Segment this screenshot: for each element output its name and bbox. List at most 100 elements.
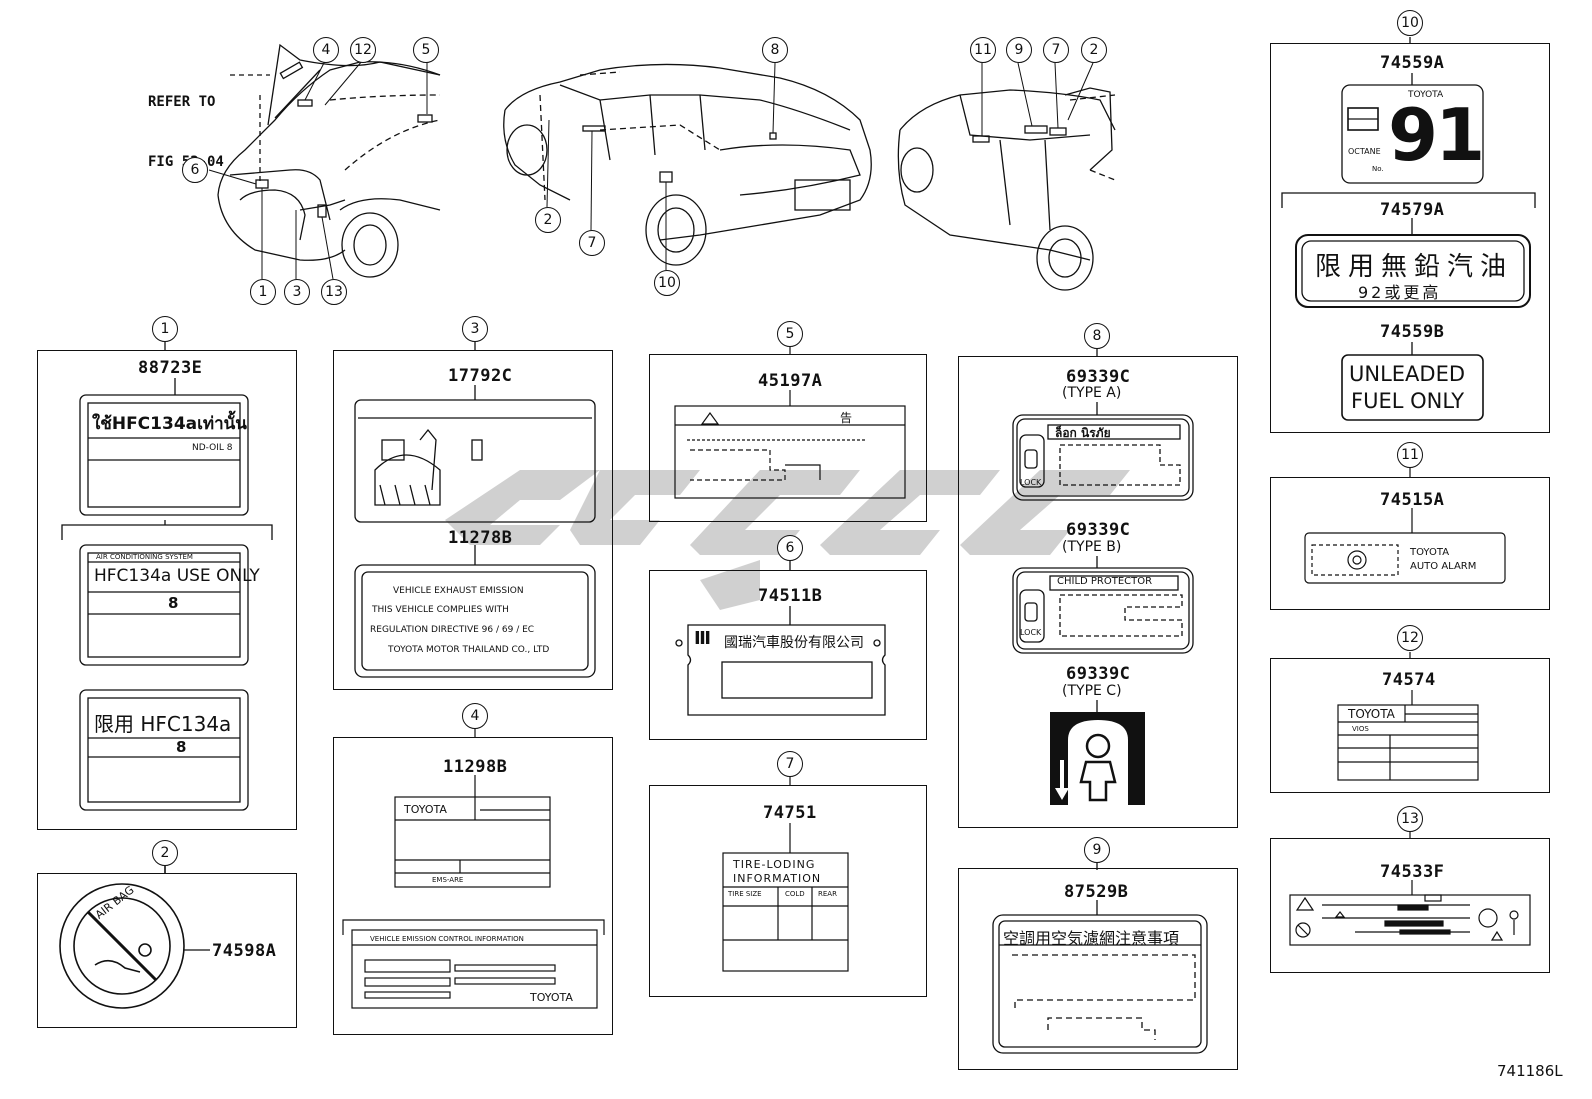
panel-6: [649, 570, 927, 740]
car-side-view: [503, 63, 872, 266]
panel-13: [1270, 838, 1550, 973]
callout-7-top: 7: [579, 230, 605, 256]
child-lock-icon: [1050, 712, 1145, 805]
callout-7-rear: 7: [1043, 37, 1069, 63]
panel5-index: 5: [777, 321, 803, 347]
panel-8: [958, 356, 1238, 828]
panel-3: [333, 350, 613, 690]
company-logo: Ⅲ: [694, 628, 712, 649]
panel8-type-c: (TYPE C): [1062, 683, 1122, 699]
panel12-art: [1337, 652, 1479, 781]
panel13-art: [1289, 832, 1531, 946]
emission-line-4: TOYOTA MOTOR THAILAND CO., LTD: [388, 645, 550, 655]
unleaded-en-2: FUEL ONLY: [1351, 389, 1465, 413]
panel4-art: [342, 728, 605, 1009]
callout-9-top: 9: [1006, 37, 1032, 63]
panel11-index: 11: [1397, 442, 1423, 468]
panel1-part: 88723E: [138, 358, 203, 378]
panel10-index: 10: [1397, 10, 1423, 36]
alarm-text-1: TOYOTA: [1410, 547, 1450, 558]
callout-2-top: 2: [535, 207, 561, 233]
tire-col-2: COLD: [785, 890, 805, 898]
panel8-part-c: 69339C: [1066, 664, 1131, 684]
panel11-art: [1304, 468, 1506, 584]
callout-4-top: 4: [313, 37, 339, 63]
octane-label: OCTANE: [1348, 147, 1381, 156]
callout-6-top: 6: [182, 157, 208, 183]
callout-5-top: 5: [413, 37, 439, 63]
label-cn-hfc: 限用 HFC134a: [94, 712, 232, 736]
panel4-index: 4: [462, 703, 488, 729]
tire-head-1: TIRE-LODING: [733, 858, 816, 871]
car-rear-view: [897, 87, 1116, 291]
company-name: 國瑞汽車股份有限公司: [724, 635, 864, 651]
panel13-index: 13: [1397, 806, 1423, 832]
label-oil-num: 8: [168, 594, 179, 612]
lock-label-b: LOCK: [1020, 628, 1042, 637]
emission-line-2: THIS VEHICLE COMPLIES WITH: [372, 605, 509, 615]
panel8-index: 8: [1084, 323, 1110, 349]
panel8-type-b: (TYPE B): [1062, 539, 1122, 555]
panel6-index: 6: [777, 535, 803, 561]
panel6-part: 74511B: [758, 586, 823, 606]
callout-3-top: 3: [284, 279, 310, 305]
panel5-art: [674, 347, 906, 499]
callout-11-top: 11: [970, 37, 996, 63]
panel4-part: 11298B: [443, 757, 508, 777]
filter-title: 空調用空気濾網注意事項: [1003, 929, 1180, 948]
panel2-part: 74598A: [212, 941, 277, 961]
panel13-part: 74533F: [1380, 862, 1445, 882]
panel3-part-b: 11278B: [448, 528, 513, 548]
panel2-art: [59, 866, 210, 1009]
label-thai-hfc: ใช้HFC134aเท่านั้น: [92, 414, 247, 434]
panel12-part: 74574: [1382, 670, 1436, 690]
panel-11: [1270, 477, 1550, 610]
callout-2-rear: 2: [1081, 37, 1107, 63]
car-front-leaders: [208, 60, 428, 280]
panel-9: [958, 868, 1238, 1070]
panel-7: [649, 785, 927, 997]
panel-5: [649, 354, 927, 522]
plate-brand: TOYOTA: [404, 803, 447, 816]
panel5-part: 45197A: [758, 371, 823, 391]
plate12-brand: TOYOTA: [1348, 707, 1395, 721]
panel3-index: 3: [462, 316, 488, 342]
panel12-index: 12: [1397, 625, 1423, 651]
tire-head-2: INFORMATION: [733, 872, 822, 885]
panel2-index: 2: [152, 840, 178, 866]
refer-line-1: REFER TO: [148, 94, 216, 110]
panel-12: [1270, 658, 1550, 793]
tire-col-3: REAR: [818, 890, 837, 898]
emission-info-head: VEHICLE EMISSION CONTROL INFORMATION: [370, 935, 524, 943]
panel9-art: [992, 863, 1208, 1054]
label-hfc-use-only: HFC134a USE ONLY: [94, 566, 260, 586]
unleaded-cn-2: 92或更高: [1358, 283, 1442, 302]
panel8-part-a: 69339C: [1066, 367, 1131, 387]
panel-10: [1270, 43, 1550, 433]
tire-col-1: TIRE SIZE: [728, 890, 762, 898]
panel8-type-a: (TYPE A): [1062, 385, 1122, 401]
panel10-art: [1281, 37, 1536, 421]
panel9-part: 87529B: [1064, 882, 1129, 902]
panel7-part: 74751: [763, 803, 817, 823]
label-nd-oil: ND-OIL 8: [192, 443, 233, 453]
plate-foot: EMS-ARE: [432, 876, 464, 884]
car-side-leaders: [546, 62, 776, 270]
refer-note: REFER TO FIG 53-04: [148, 52, 224, 192]
panel7-index: 7: [777, 751, 803, 777]
alarm-text-2: AUTO ALARM: [1410, 561, 1477, 572]
emission-line-1: VEHICLE EXHAUST EMISSION: [393, 586, 524, 596]
lock-label-a: LOCK: [1020, 478, 1042, 487]
callout-8-top: 8: [762, 37, 788, 63]
diagram-id: 741186L: [1497, 1062, 1563, 1080]
panel11-part: 74515A: [1380, 490, 1445, 510]
panel10-part-a: 74559A: [1380, 53, 1445, 73]
panel8-part-b: 69339C: [1066, 520, 1131, 540]
panel10-part-c: 74559B: [1380, 322, 1445, 342]
panel6-art: [675, 560, 886, 716]
callout-1-top: 1: [250, 279, 276, 305]
callout-12-top: 12: [350, 37, 376, 63]
emission-line-3: REGULATION DIRECTIVE 96 / 69 / EC: [370, 625, 535, 635]
unleaded-en-1: UNLEADED: [1349, 362, 1466, 386]
